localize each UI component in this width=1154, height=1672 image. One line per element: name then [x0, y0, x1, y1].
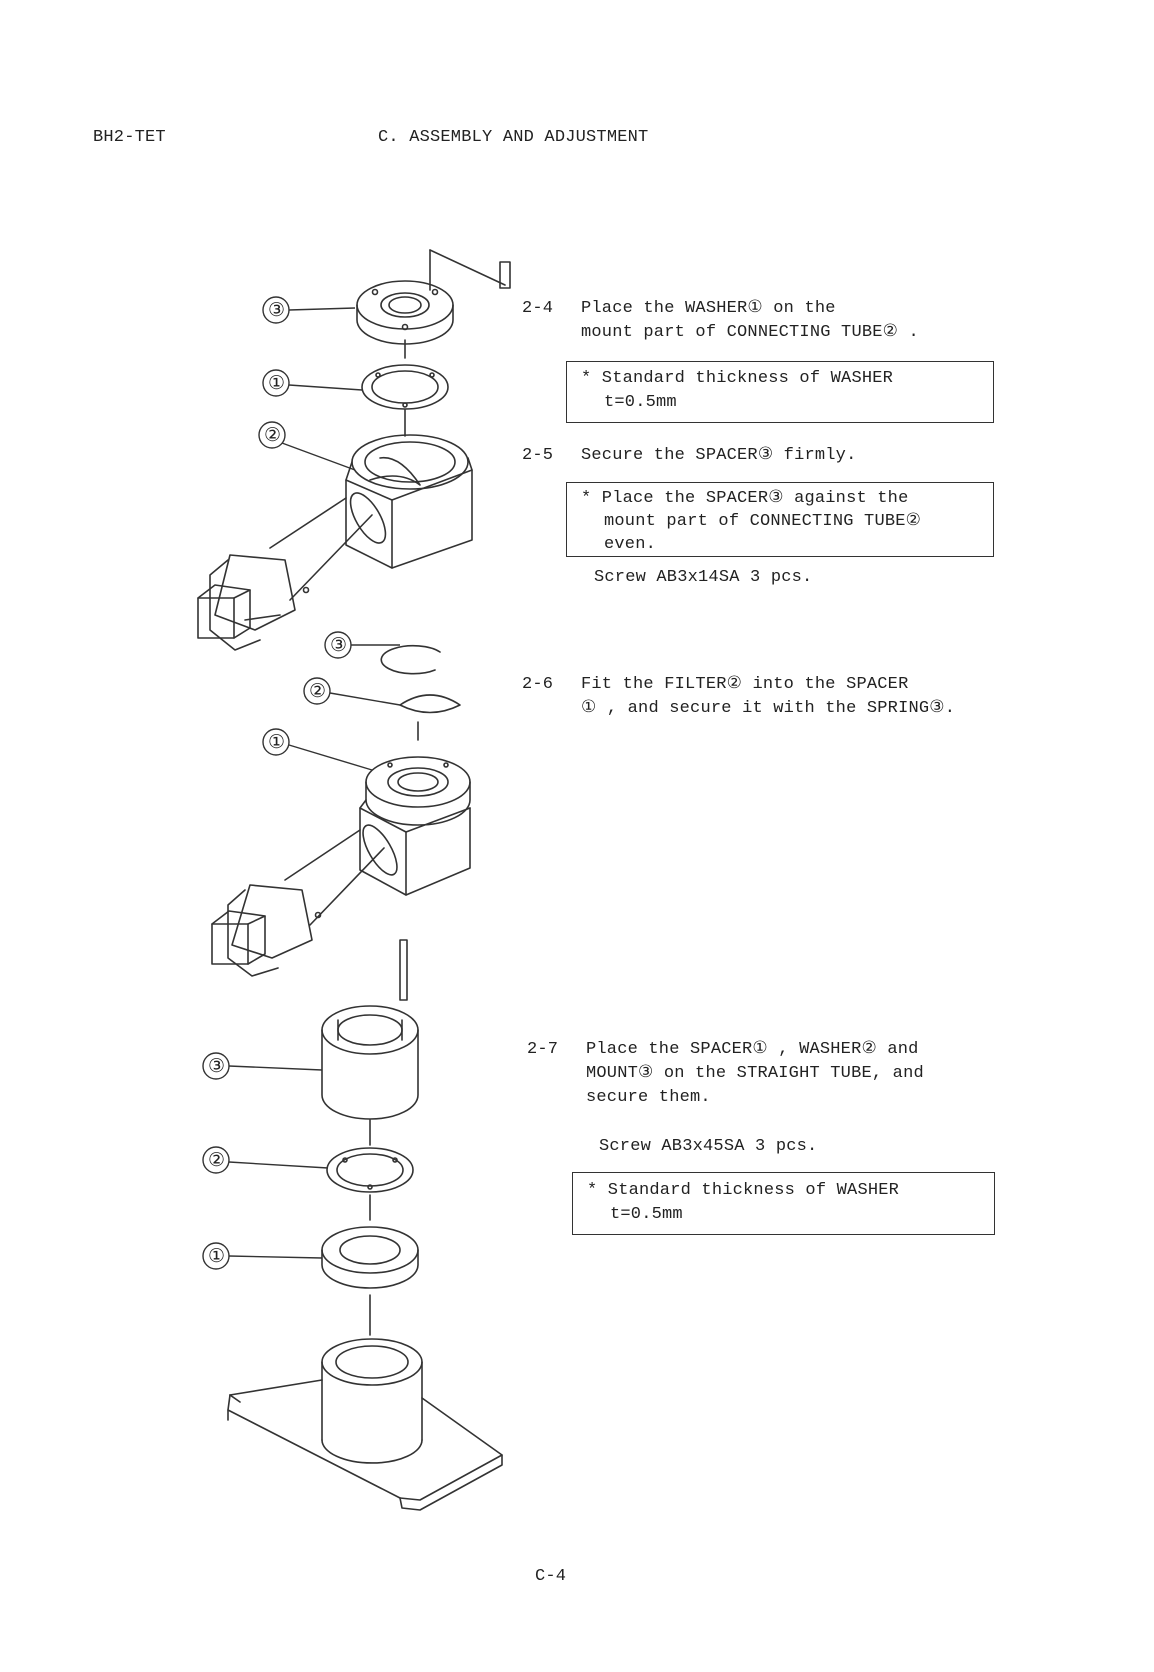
step-2-7-line1: Place the SPACER① , WASHER② and [586, 1040, 919, 1059]
connecting-tube-part [197, 434, 473, 651]
step-2-7-line2: MOUNT③ on the STRAIGHT TUBE, and [586, 1064, 924, 1083]
callout-mount: ③ [208, 1055, 226, 1077]
washer-bottom-part [326, 1147, 414, 1193]
step-2-7-screw: Screw AB3x45SA 3 pcs. [599, 1137, 818, 1156]
callout-spring: ③ [330, 634, 348, 656]
step-2-5-note-line3: even. [604, 535, 657, 554]
screw-bottom-icon [399, 939, 408, 1001]
filter-part [399, 694, 461, 714]
doc-code: BH2-TET [93, 128, 166, 147]
step-2-5-note-box: * Place the SPACER③ against the mount pa… [566, 482, 994, 557]
step-2-5-number: 2-5 [522, 446, 554, 465]
step-2-4-note-line1: * Standard thickness of WASHER [581, 369, 894, 388]
step-2-6-line1: Fit the FILTER② into the SPACER [581, 675, 909, 694]
step-2-7-note-line1: * Standard thickness of WASHER [587, 1181, 900, 1200]
step-2-5-line1: Secure the SPACER③ firmly. [581, 446, 857, 465]
spacer-bottom-part [321, 1226, 419, 1289]
callout-washer-top: ① [268, 372, 286, 394]
mount-part [321, 1005, 419, 1120]
step-2-5-note-line2: mount part of CONNECTING TUBE② [604, 512, 922, 531]
callout-spacer-top: ③ [268, 299, 286, 321]
callout-filter: ② [309, 680, 327, 702]
callout-tube-top: ② [264, 424, 282, 446]
spacer-mid-part [365, 756, 471, 826]
tube-mid-part [211, 799, 471, 977]
step-2-4-note-line2: t=0.5mm [604, 393, 677, 412]
step-2-5-screw: Screw AB3x14SA 3 pcs. [594, 568, 813, 587]
callout-washer-bottom: ② [208, 1149, 226, 1171]
screw-leader [429, 249, 506, 286]
page-number: C-4 [535, 1567, 567, 1586]
step-2-7-line3: secure them. [586, 1088, 711, 1107]
callout-spacer-bottom: ① [208, 1245, 226, 1267]
straight-tube-part [227, 1338, 503, 1511]
spring-part [380, 644, 441, 675]
step-2-4-number: 2-4 [522, 299, 554, 318]
step-2-4-note-box: * Standard thickness of WASHER t=0.5mm [566, 361, 994, 423]
callout-spacer-mid: ① [268, 731, 286, 753]
section-title: C. ASSEMBLY AND ADJUSTMENT [378, 128, 649, 147]
step-2-6-number: 2-6 [522, 675, 554, 694]
step-2-7-note-box: * Standard thickness of WASHER t=0.5mm [572, 1172, 995, 1235]
screw-top-icon [499, 261, 511, 289]
step-2-7-number: 2-7 [527, 1040, 559, 1059]
washer-top-part [361, 364, 449, 410]
step-2-6-line2: ① , and secure it with the SPRING③. [581, 699, 956, 718]
step-2-5-note-line1: * Place the SPACER③ against the [581, 489, 909, 508]
step-2-4-line1: Place the WASHER① on the [581, 299, 836, 318]
step-2-4-line2: mount part of CONNECTING TUBE② . [581, 323, 919, 342]
step-2-7-note-line2: t=0.5mm [610, 1205, 683, 1224]
spacer-top-part [356, 280, 454, 345]
